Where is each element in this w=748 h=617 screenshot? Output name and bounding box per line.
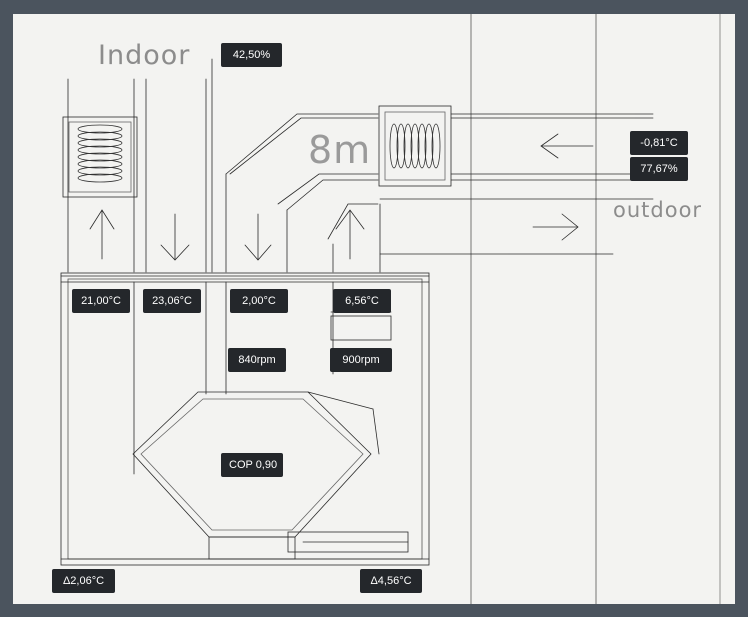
cop-badge: COP 0,90: [221, 453, 283, 477]
humidity-indoor-badge: 42,50%: [221, 43, 282, 67]
duct-length-label: 8m: [308, 128, 372, 172]
outdoor-humidity-badge: 77,67%: [630, 157, 688, 181]
supply-temp-badge: 23,06°C: [143, 289, 201, 313]
sketch-sheet: Indoor outdoor 8m 42,50% -0,81°C 77,67% …: [13, 14, 735, 604]
exhaust-temp-badge: 2,00°C: [230, 289, 288, 313]
extract-temp-badge: 21,00°C: [72, 289, 130, 313]
delta-left-badge: Δ2,06°C: [52, 569, 115, 593]
outdoor-label: outdoor: [613, 198, 703, 222]
outdoor-temp-badge: -0,81°C: [630, 131, 688, 155]
indoor-label: Indoor: [98, 40, 191, 71]
supply-fan-rpm-badge: 900rpm: [330, 348, 392, 372]
delta-right-badge: Δ4,56°C: [360, 569, 422, 593]
extract-fan-rpm-badge: 840rpm: [228, 348, 286, 372]
intake-temp-badge: 6,56°C: [333, 289, 391, 313]
